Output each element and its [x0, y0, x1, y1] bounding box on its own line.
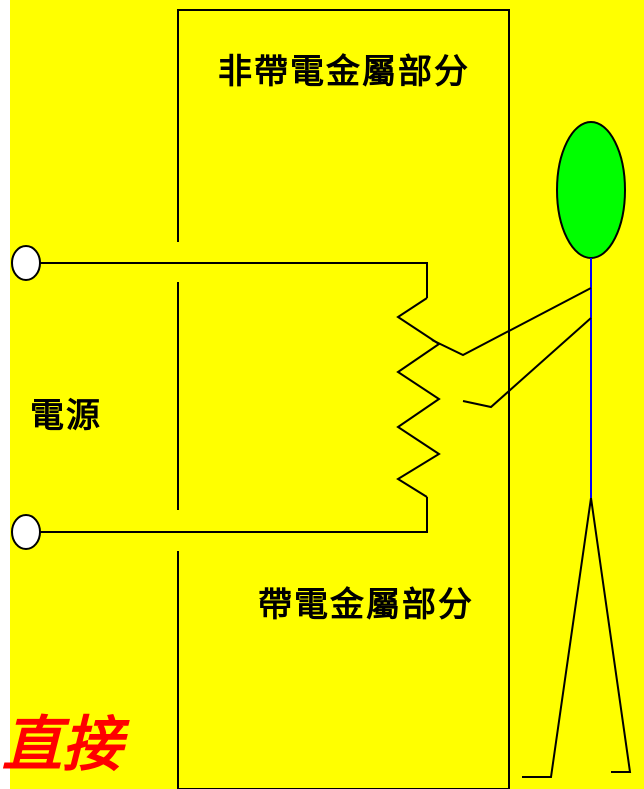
live-metal-label: 帶電金屬部分 — [258, 585, 474, 625]
person-upper-arm — [431, 287, 592, 357]
yellow-background — [10, 0, 644, 789]
lower-wire — [40, 497, 428, 533]
direct-contact-label: 直接 — [2, 710, 122, 780]
lower-terminal — [11, 514, 41, 550]
power-source-label: 電源 — [30, 396, 102, 436]
upper-terminal — [11, 245, 41, 281]
non-live-metal-label: 非帶電金屬部分 — [218, 52, 470, 92]
person-head — [556, 121, 626, 259]
person-left-leg — [522, 497, 592, 778]
upper-wire — [40, 262, 428, 298]
person-right-leg — [590, 497, 632, 773]
resistor-zigzag — [396, 297, 441, 498]
enclosure-outline — [177, 9, 510, 789]
person-lower-arm — [462, 317, 592, 409]
